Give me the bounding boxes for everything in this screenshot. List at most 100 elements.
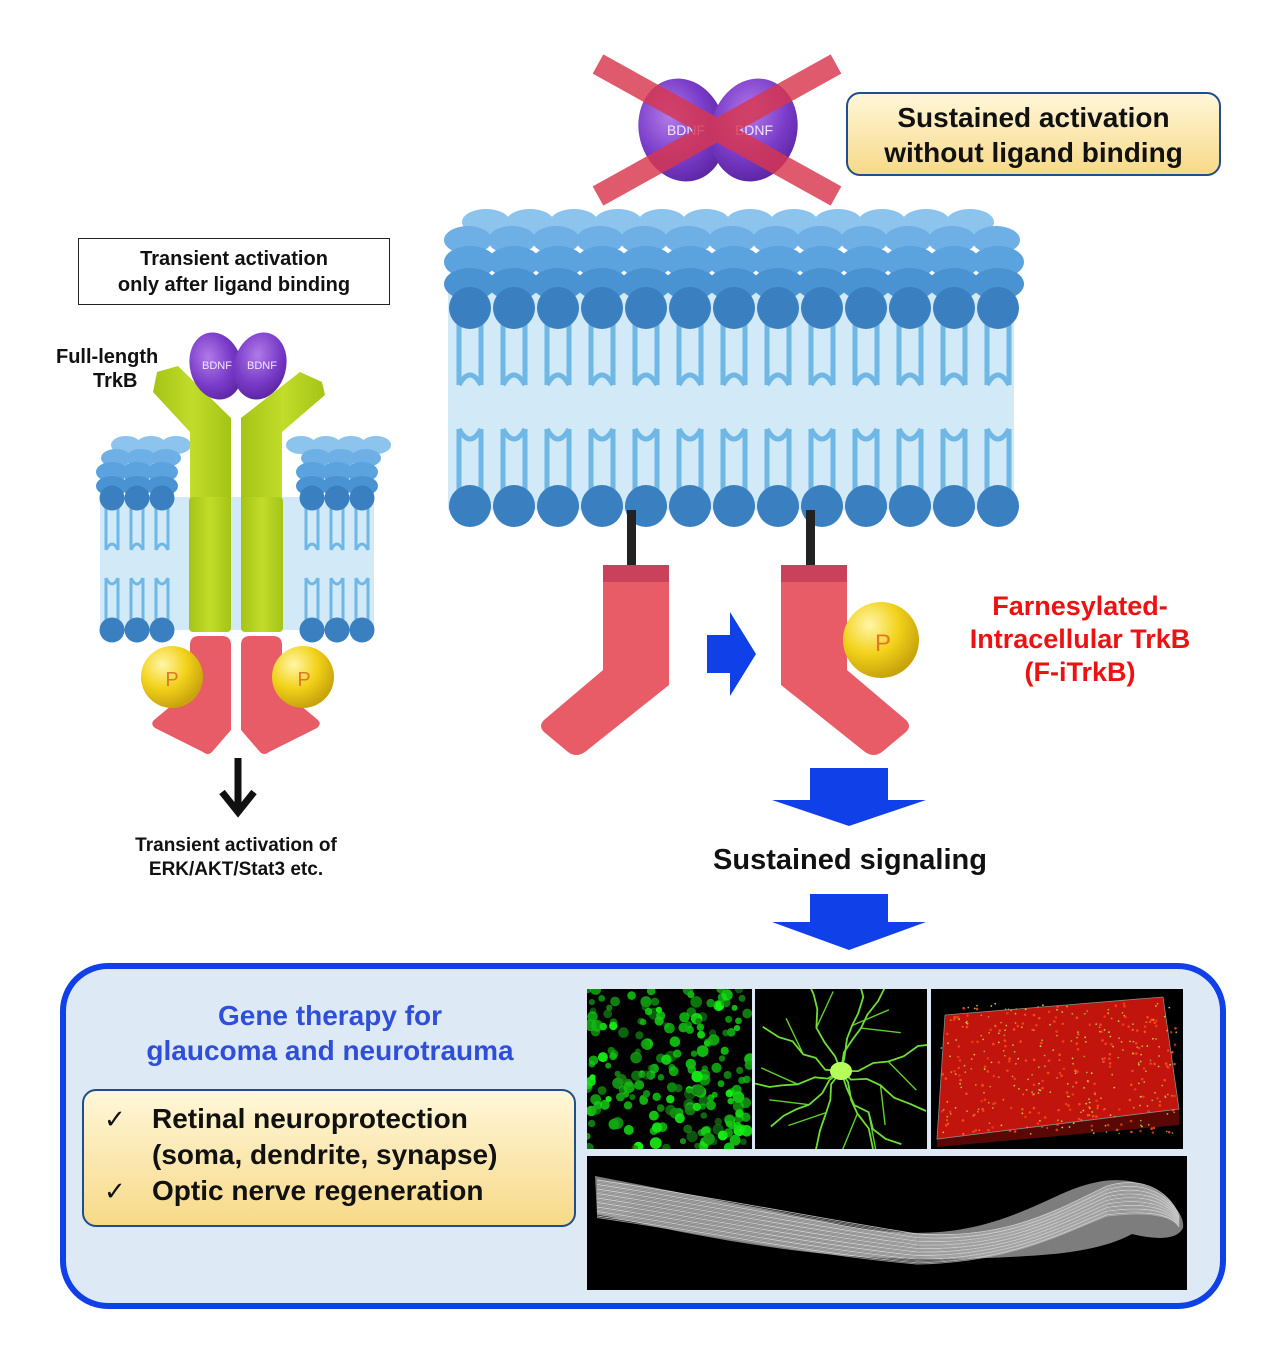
- synapse-mark: [1012, 1044, 1014, 1047]
- synapse-mark: [944, 1077, 948, 1080]
- lipid-head: [625, 287, 667, 329]
- synapse-mark: [1032, 1106, 1036, 1110]
- nerve-fiber-mark: [596, 1209, 1180, 1261]
- synapse-mark: [990, 1005, 993, 1007]
- lipid-tail: [456, 372, 484, 387]
- synapse-mark: [1066, 1083, 1069, 1085]
- lipid-surface-bead: [840, 246, 892, 278]
- lipid-surface-bead: [96, 462, 128, 482]
- cell-mark: [654, 1016, 664, 1026]
- transient-activation-header: [78, 238, 390, 305]
- synapse-mark: [1004, 1044, 1007, 1048]
- synapse-mark: [946, 1119, 948, 1121]
- cell-mark: [678, 1022, 688, 1033]
- synapse-mark: [1021, 1112, 1024, 1115]
- nerve-fiber-mark: [596, 1187, 1180, 1241]
- bdnf-label: BDNF: [202, 360, 232, 372]
- synapse-mark: [1061, 1040, 1065, 1043]
- synapse-mark: [1153, 1062, 1156, 1066]
- full-length-trkb-label: Full-length TrkB: [56, 345, 186, 393]
- synapse-mark: [1056, 1077, 1059, 1079]
- synapse-mark: [1129, 1083, 1133, 1087]
- cell-mark: [738, 1076, 746, 1084]
- dendrite-mark: [769, 1099, 810, 1106]
- synapse-mark: [1146, 1045, 1149, 1047]
- benefit-item: ✓ Optic nerve regeneration: [104, 1174, 574, 1210]
- nerve-fiber-mark: [596, 1197, 1180, 1249]
- synapse-mark: [1047, 1010, 1051, 1014]
- benefit-line: (soma, dendrite, synapse): [152, 1139, 498, 1170]
- synapse-mark: [974, 1084, 977, 1086]
- synapse-mark: [1032, 1083, 1036, 1087]
- label-line: (F-iTrkB): [1024, 657, 1136, 687]
- synapse-mark: [1164, 1096, 1167, 1099]
- synapse-mark: [1128, 1098, 1132, 1102]
- synapse-mark: [986, 1057, 990, 1060]
- lipid-surface-bead: [664, 226, 712, 254]
- lipid-tail: [940, 427, 968, 442]
- cell-mark: [647, 1064, 654, 1072]
- nerve-fiber-mark: [596, 1190, 1180, 1244]
- nerve-fiber-mark: [596, 1198, 1180, 1251]
- synapse-mark: [1046, 1071, 1050, 1075]
- synapse-mark: [976, 1110, 979, 1113]
- cell-mark: [692, 1102, 702, 1112]
- nerve-fiber-mark: [596, 1193, 1180, 1246]
- lipid-head: [977, 485, 1019, 527]
- nerve-fiber-mark: [596, 1207, 1180, 1259]
- label-line: TrkB: [93, 370, 138, 392]
- lipid-head: [124, 617, 150, 643]
- synapse-mark: [1006, 1069, 1009, 1072]
- synapse-mark: [1130, 1130, 1133, 1134]
- nerve-fiber-mark: [596, 1204, 1180, 1257]
- synapse-mark: [1117, 1020, 1120, 1022]
- cell-mark: [614, 1070, 621, 1077]
- cell-mark: [686, 1130, 698, 1143]
- cell-mark: [587, 1132, 591, 1140]
- synapse-mark: [1099, 1023, 1102, 1026]
- cell-mark: [623, 1125, 634, 1135]
- synapse-mark: [1083, 1012, 1086, 1015]
- cell-mark: [726, 1028, 736, 1037]
- lipid-head: [713, 287, 755, 329]
- dendrite-mark: [770, 1070, 842, 1128]
- lipid-head: [124, 485, 150, 511]
- cell-mark: [623, 1101, 633, 1110]
- cell-mark: [714, 1117, 722, 1126]
- synapse-mark: [1089, 1107, 1091, 1110]
- synapse-mark: [1138, 1082, 1140, 1085]
- synapse-mark: [1014, 1022, 1017, 1024]
- lipid-surface-bead: [928, 226, 976, 254]
- synapse-mark: [1071, 1012, 1074, 1015]
- benefits-box: [82, 1089, 576, 1227]
- synapse-mark: [1057, 1108, 1060, 1112]
- cell-mark: [738, 994, 746, 1002]
- synapse-mark: [1101, 1039, 1104, 1042]
- synapse-mark: [1136, 1046, 1139, 1049]
- synapse-mark: [1164, 1062, 1168, 1065]
- synapse-mark: [1104, 1124, 1107, 1127]
- dendrite-mark: [879, 1085, 886, 1126]
- cell-mark: [631, 1144, 639, 1149]
- lipid-head: [581, 287, 623, 329]
- synapse-mark: [1088, 1023, 1092, 1026]
- lipid-surface-bead: [752, 246, 804, 278]
- cell-mark: [695, 1018, 702, 1025]
- synapse-mark: [983, 1068, 986, 1071]
- synapse-mark: [1056, 1034, 1058, 1037]
- synapse-mark: [1028, 1111, 1032, 1114]
- lipid-tail: [500, 427, 528, 442]
- synapse-mark: [1058, 1071, 1062, 1075]
- synapse-mark: [1055, 1030, 1058, 1033]
- large-membrane-top-surface: [444, 209, 1024, 300]
- cell-mark: [744, 1060, 752, 1070]
- synapse-mark: [1108, 1031, 1110, 1033]
- lipid-tail: [588, 427, 616, 442]
- synapse-mark: [1005, 1024, 1008, 1027]
- synapse-mark: [1022, 1093, 1025, 1096]
- cell-mark: [610, 996, 620, 1007]
- synapse-mark: [1145, 1021, 1148, 1023]
- synapse-mark: [1149, 1059, 1152, 1062]
- synapse-mark: [940, 1047, 943, 1049]
- synapse-mark: [1110, 1017, 1113, 1020]
